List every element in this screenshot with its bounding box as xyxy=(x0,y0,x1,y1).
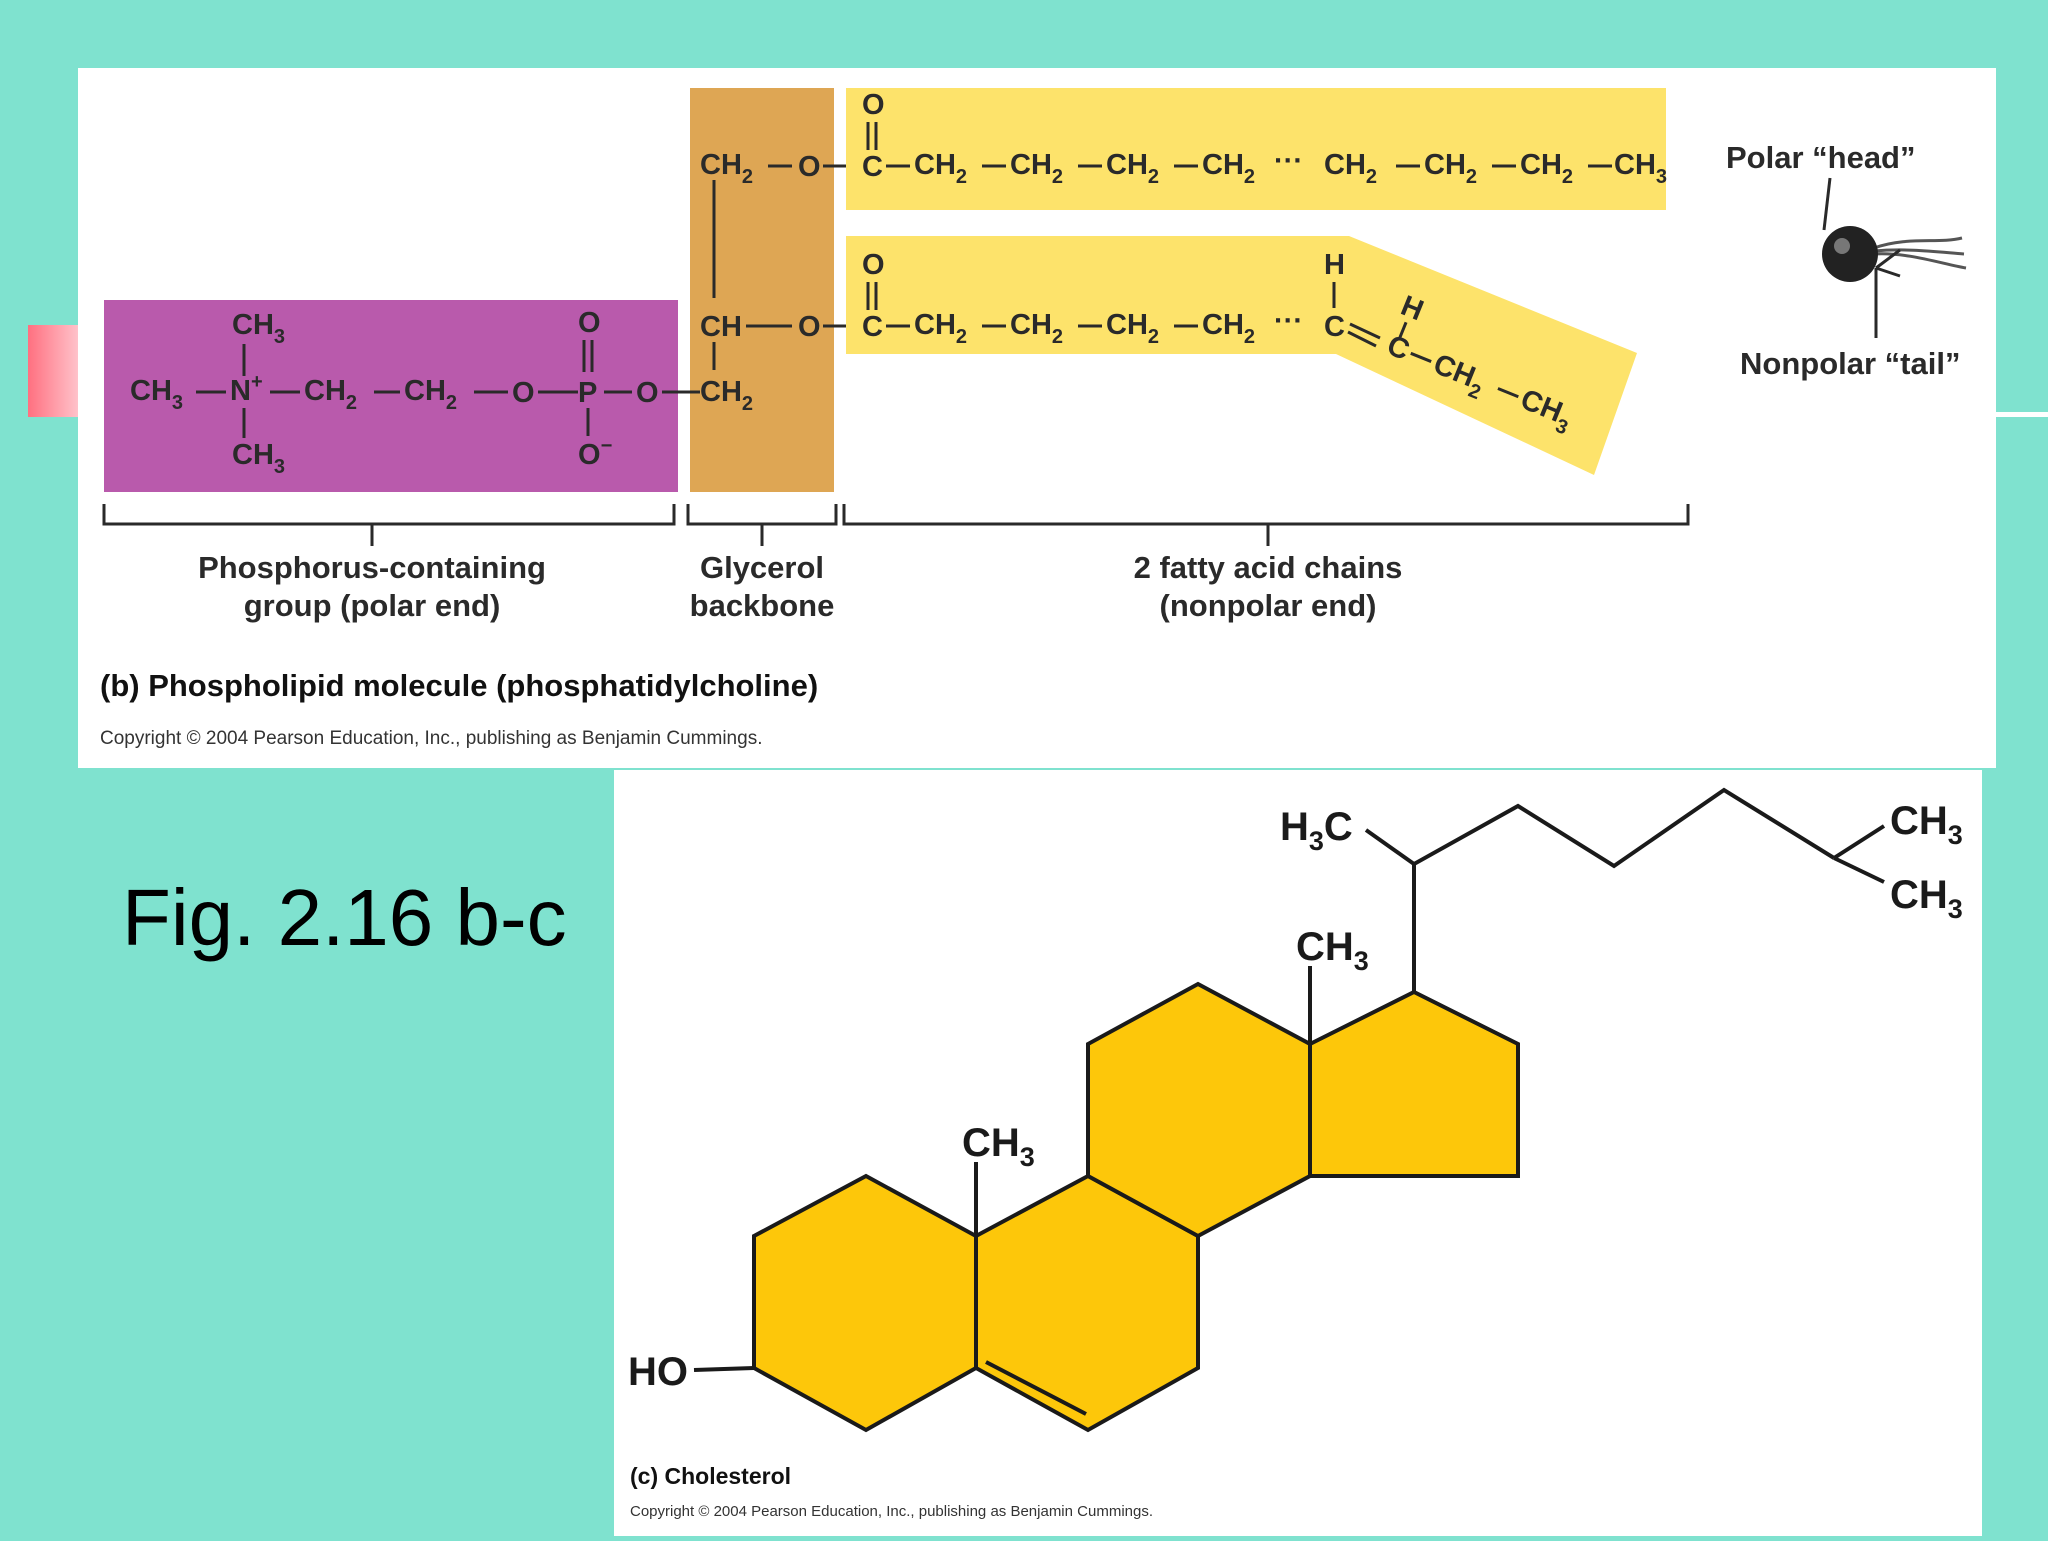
chain2-ch2: CH2 xyxy=(1202,309,1255,348)
glycerol-ch2-top: CH2 xyxy=(700,149,753,188)
chain2-ch2: CH2 xyxy=(1106,309,1159,348)
fatty-acid-label: 2 fatty acid chains xyxy=(1134,550,1403,585)
chain1-carbonyl-carbon: C xyxy=(862,151,883,183)
phosphorus-group-label: Phosphorus-containing xyxy=(198,550,546,585)
chain1-ch2: CH2 xyxy=(1520,149,1573,188)
chain1-ch2: CH2 xyxy=(914,149,967,188)
choline-ch3-left: CH3 xyxy=(130,375,183,414)
chain1-ch2: CH2 xyxy=(1424,149,1477,188)
phosphate-negative-oxygen: O− xyxy=(578,435,612,471)
phosphorus-group-bracket xyxy=(102,504,676,546)
chain2-ch2: CH2 xyxy=(914,309,967,348)
glycerol-label: Glycerol xyxy=(700,550,824,585)
methyl-label: CH3 xyxy=(1296,925,1369,976)
polar-head-label: Polar “head” xyxy=(1726,140,1916,175)
choline-ch3-top: CH3 xyxy=(232,309,285,348)
polar-head-pointer xyxy=(1822,177,1832,231)
cholesterol-structure: CH3 CH3 HO H3C CH3 CH3 (c) Cholesterol C… xyxy=(614,770,1982,1536)
hydroxyl-label: HO xyxy=(628,1350,688,1394)
side-chain xyxy=(1412,787,1836,992)
choline-ch2: CH2 xyxy=(304,375,357,414)
cholesterol-copyright: Copyright © 2004 Pearson Education, Inc.… xyxy=(630,1503,1153,1520)
chain2-ch2: CH2 xyxy=(1010,309,1063,348)
phosphate-double-bond-oxygen: O xyxy=(578,307,601,339)
glycerol-bracket xyxy=(686,504,838,546)
figure-label: Fig. 2.16 b-c xyxy=(122,873,567,962)
chain2-carbonyl-oxygen: O xyxy=(862,249,885,281)
phosphorus-group-label: group (polar end) xyxy=(244,588,501,623)
fatty-acid-bracket xyxy=(842,504,1690,546)
fatty-acid-chain-2-region xyxy=(846,236,1637,475)
ring-d xyxy=(1308,989,1520,1178)
phospholipid-panel: CH2 O CH O CH2 O C CH2 CH2 CH2 CH2 ··· C… xyxy=(78,68,1996,768)
terminal-methyl-label: CH3 xyxy=(1890,799,1963,850)
phosphate-glycerol-oxygen: O xyxy=(636,377,659,409)
chain1-ch2: CH2 xyxy=(1010,149,1063,188)
chain2-alkene-carbon: C xyxy=(1324,311,1345,343)
chain1-ellipsis: ··· xyxy=(1274,145,1303,177)
chain2-alkene-hydrogen: H xyxy=(1324,249,1345,281)
polar-head-icon xyxy=(1822,226,1878,282)
choline-ch3-bottom: CH3 xyxy=(232,439,285,478)
slide-accent-line xyxy=(1990,412,2048,417)
chain1-ch2: CH2 xyxy=(1202,149,1255,188)
ester-oxygen-2: O xyxy=(798,311,821,343)
nonpolar-tail-icon xyxy=(1873,236,1967,270)
choline-ch2: CH2 xyxy=(404,375,457,414)
ester-oxygen-1: O xyxy=(798,151,821,183)
fatty-acid-label: (nonpolar end) xyxy=(1160,588,1377,623)
chain1-ch2: CH2 xyxy=(1324,149,1377,188)
phospholipid-caption: (b) Phospholipid molecule (phosphatidylc… xyxy=(100,668,818,703)
chain2-carbonyl-carbon: C xyxy=(862,311,883,343)
choline-nitrogen: N+ xyxy=(230,371,263,407)
chain1-ch3: CH3 xyxy=(1614,149,1667,188)
chain1-carbonyl-oxygen: O xyxy=(862,89,885,121)
methyl-label: CH3 xyxy=(962,1121,1035,1172)
glycerol-label: backbone xyxy=(690,588,835,623)
glycerol-ch2-bottom: CH2 xyxy=(700,376,753,415)
terminal-methyl-label: CH3 xyxy=(1890,873,1963,924)
phospholipid-diagram: CH2 O CH O CH2 O C CH2 CH2 CH2 CH2 ··· C… xyxy=(100,88,1967,749)
ring-b-double-bond xyxy=(985,1360,1087,1416)
side-chain-methyl-label: H3C xyxy=(1280,805,1353,856)
chain1-ch2: CH2 xyxy=(1106,149,1159,188)
phosphorus-atom: P xyxy=(578,377,597,409)
chain2-ellipsis: ··· xyxy=(1274,305,1303,337)
phospholipid-copyright: Copyright © 2004 Pearson Education, Inc.… xyxy=(100,728,762,749)
fatty-acid-chain-1-region xyxy=(846,88,1666,210)
phosphorus-group-region xyxy=(104,300,678,492)
glycerol-ch-middle: CH xyxy=(700,311,742,343)
nonpolar-tail-pointer xyxy=(1874,248,1901,338)
phosphate-ester-oxygen: O xyxy=(512,377,535,409)
cholesterol-caption: (c) Cholesterol xyxy=(630,1463,791,1489)
nonpolar-tail-label: Nonpolar “tail” xyxy=(1740,346,1960,381)
